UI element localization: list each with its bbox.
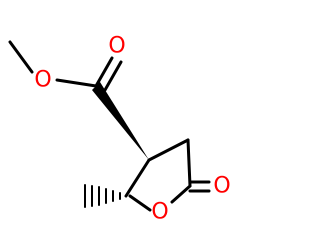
ring-oxygen: O: [151, 200, 168, 225]
ester-ether-oxygen: O: [34, 68, 51, 93]
ester-single-bond: [55, 78, 98, 88]
bond-lines: [8, 40, 211, 212]
ester-carbonyl-bond-1: [94, 56, 114, 88]
ring-bond-c3-c4: [147, 138, 190, 162]
hashed-bond: [84, 184, 121, 208]
lactone-carbonyl-oxygen: O: [213, 174, 230, 199]
ring-bond-c5-o: [170, 184, 192, 204]
ring-bond-o-c2: [128, 194, 152, 212]
molecule-structure: O O O O: [8, 34, 231, 225]
wedge-bond: [92, 82, 149, 160]
ester-carbonyl-oxygen: O: [108, 34, 125, 59]
molecule-canvas: O O O O: [8, 34, 231, 225]
ring-bond-c2-c3: [124, 158, 151, 198]
ring-bond-c4-c5: [186, 138, 192, 188]
ester-carbonyl-bond-2: [103, 60, 123, 92]
methoxy-bond: [8, 40, 34, 74]
